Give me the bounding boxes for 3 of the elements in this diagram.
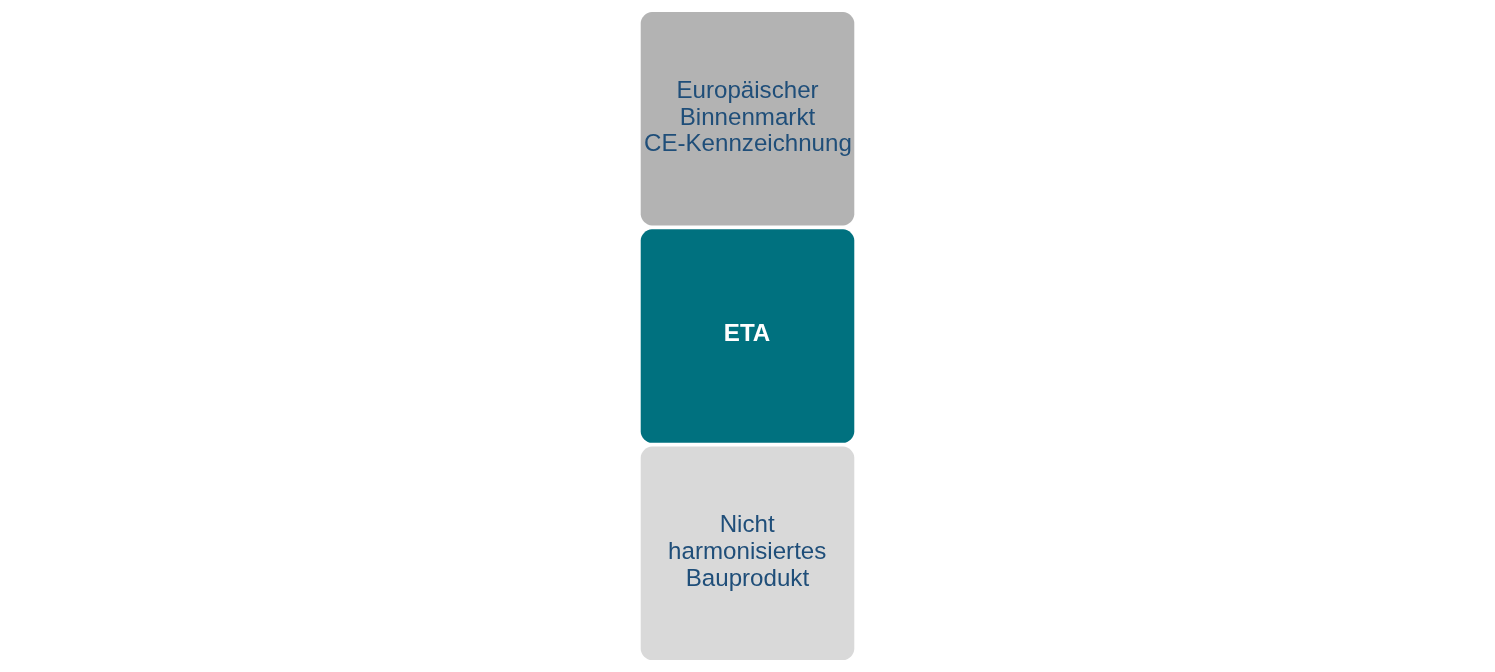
node-box: Nicht harmonisiertes Bauprodukt <box>640 446 855 661</box>
node-box: Europäischer Binnenmarkt CE-Kennzeichnung <box>640 11 855 226</box>
node-box: ETA <box>640 229 855 443</box>
